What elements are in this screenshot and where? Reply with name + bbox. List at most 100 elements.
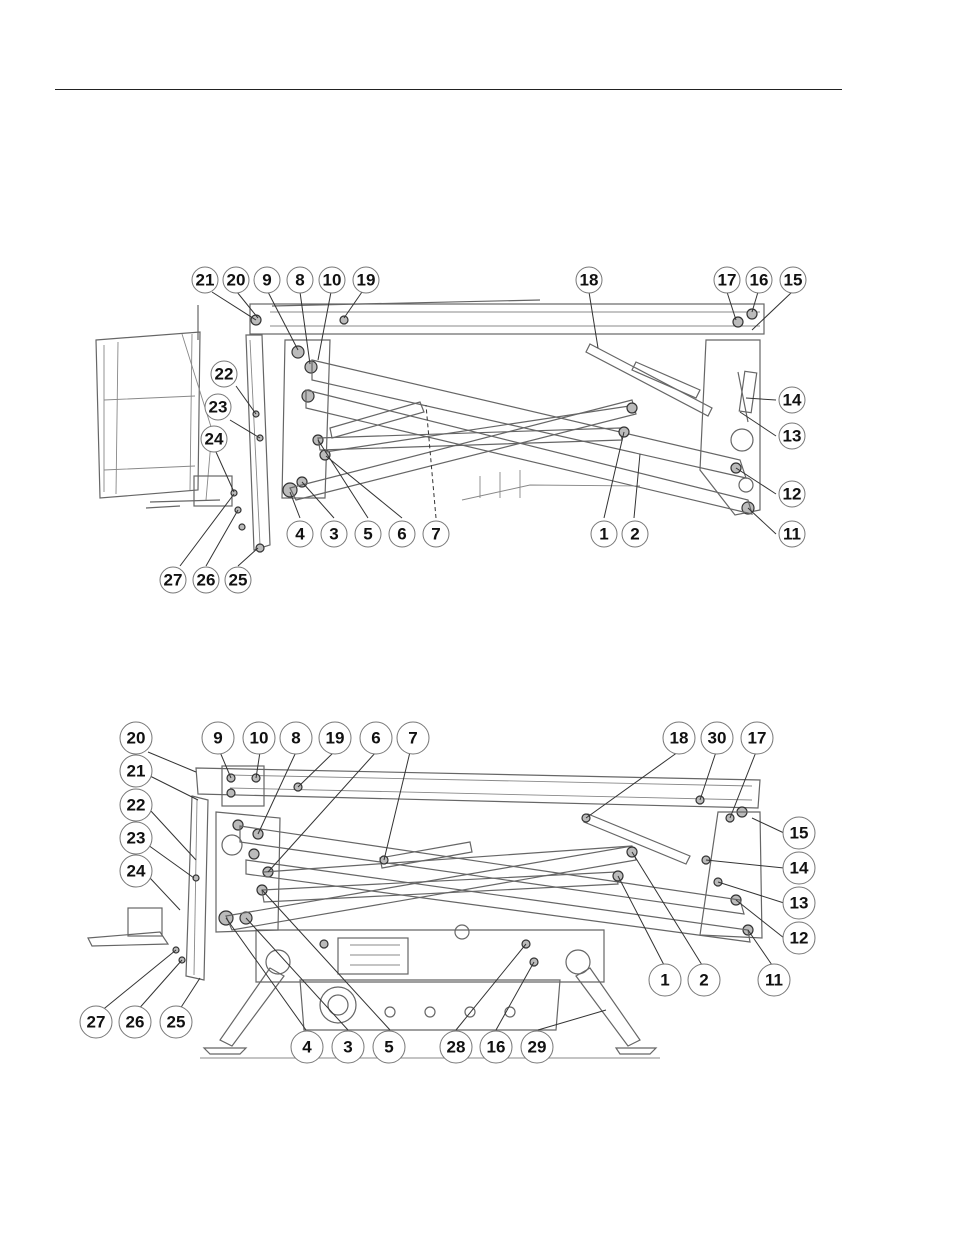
svg-text:1: 1 <box>660 971 669 990</box>
bottom-callout: 24 <box>120 855 152 887</box>
svg-text:14: 14 <box>790 859 809 878</box>
top-callout: 3 <box>321 521 347 547</box>
svg-text:21: 21 <box>127 762 146 781</box>
svg-text:19: 19 <box>326 729 345 748</box>
svg-text:22: 22 <box>215 365 234 384</box>
bottom-callout: 25 <box>160 1006 192 1038</box>
svg-text:27: 27 <box>164 571 183 590</box>
bottom-callout: 19 <box>319 722 351 754</box>
top-callout: 7 <box>423 521 449 547</box>
bottom-callout: 12 <box>783 922 815 954</box>
bottom-callout: 8 <box>280 722 312 754</box>
svg-text:11: 11 <box>765 971 783 990</box>
top-callout: 9 <box>254 267 280 293</box>
svg-text:18: 18 <box>580 271 599 290</box>
bottom-callout: 20 <box>120 722 152 754</box>
top-callouts: 21 20 9 8 10 19 18 17 16 15 22 23 24 14 … <box>160 267 806 593</box>
bottom-callout: 1 <box>649 964 681 996</box>
svg-text:1: 1 <box>599 525 608 544</box>
bottom-callout: 5 <box>373 1031 405 1063</box>
svg-text:9: 9 <box>213 729 222 748</box>
svg-text:28: 28 <box>447 1038 466 1057</box>
top-callout: 1 <box>591 521 617 547</box>
svg-text:13: 13 <box>790 894 809 913</box>
bottom-callout: 14 <box>783 852 815 884</box>
svg-text:25: 25 <box>167 1013 186 1032</box>
bottom-callout: 16 <box>480 1031 512 1063</box>
top-callout: 6 <box>389 521 415 547</box>
svg-text:24: 24 <box>127 862 146 881</box>
bottom-callout: 3 <box>332 1031 364 1063</box>
svg-text:14: 14 <box>783 391 802 410</box>
top-callout: 18 <box>576 267 602 293</box>
bottom-callout: 9 <box>202 722 234 754</box>
svg-text:12: 12 <box>790 929 809 948</box>
svg-text:9: 9 <box>262 271 271 290</box>
top-callout: 21 <box>192 267 218 293</box>
svg-text:5: 5 <box>384 1038 393 1057</box>
header-rule <box>55 89 842 90</box>
svg-text:17: 17 <box>748 729 767 748</box>
top-callout: 26 <box>193 567 219 593</box>
bottom-callout: 30 <box>701 722 733 754</box>
svg-text:13: 13 <box>783 427 802 446</box>
top-callout: 25 <box>225 567 251 593</box>
svg-text:8: 8 <box>291 729 300 748</box>
svg-text:3: 3 <box>343 1038 352 1057</box>
svg-text:23: 23 <box>127 829 146 848</box>
top-callout: 10 <box>319 267 345 293</box>
bottom-figure: 20 9 10 8 19 6 7 18 30 17 21 22 23 24 15… <box>0 720 954 1070</box>
bottom-callout: 11 <box>758 964 790 996</box>
svg-text:20: 20 <box>127 729 146 748</box>
top-callout: 20 <box>223 267 249 293</box>
svg-text:10: 10 <box>250 729 269 748</box>
top-callout: 11 <box>779 521 805 547</box>
top-callout: 8 <box>287 267 313 293</box>
svg-text:26: 26 <box>126 1013 145 1032</box>
svg-text:17: 17 <box>718 271 737 290</box>
top-callout: 2 <box>622 521 648 547</box>
svg-text:15: 15 <box>790 824 809 843</box>
top-callout: 5 <box>355 521 381 547</box>
svg-text:21: 21 <box>196 271 215 290</box>
svg-text:22: 22 <box>127 796 146 815</box>
bottom-callout: 10 <box>243 722 275 754</box>
svg-text:3: 3 <box>329 525 338 544</box>
top-figure: 21 20 9 8 10 19 18 17 16 15 22 23 24 14 … <box>0 258 954 603</box>
top-callout: 16 <box>746 267 772 293</box>
svg-text:11: 11 <box>783 525 801 544</box>
bottom-callout: 15 <box>783 817 815 849</box>
top-callout: 17 <box>714 267 740 293</box>
svg-text:4: 4 <box>295 525 305 544</box>
bottom-callout: 21 <box>120 755 152 787</box>
bottom-callout: 29 <box>521 1031 553 1063</box>
svg-text:16: 16 <box>487 1038 506 1057</box>
top-callout: 13 <box>779 423 805 449</box>
svg-text:25: 25 <box>229 571 248 590</box>
svg-text:18: 18 <box>670 729 689 748</box>
top-callout: 27 <box>160 567 186 593</box>
svg-text:23: 23 <box>209 398 228 417</box>
svg-text:5: 5 <box>363 525 372 544</box>
svg-text:7: 7 <box>431 525 440 544</box>
svg-text:10: 10 <box>323 271 342 290</box>
svg-text:26: 26 <box>197 571 216 590</box>
bottom-callout: 23 <box>120 822 152 854</box>
top-callout: 22 <box>211 361 237 387</box>
top-callout: 23 <box>205 394 231 420</box>
svg-text:2: 2 <box>630 525 639 544</box>
bottom-callout: 13 <box>783 887 815 919</box>
svg-text:12: 12 <box>783 485 802 504</box>
bottom-callout: 4 <box>291 1031 323 1063</box>
bottom-callout: 2 <box>688 964 720 996</box>
svg-text:8: 8 <box>295 271 304 290</box>
top-callout: 15 <box>780 267 806 293</box>
top-drawing <box>96 300 764 552</box>
bottom-callout: 7 <box>397 722 429 754</box>
bottom-callout: 6 <box>360 722 392 754</box>
svg-text:20: 20 <box>227 271 246 290</box>
top-callout: 24 <box>201 426 227 452</box>
svg-text:29: 29 <box>528 1038 547 1057</box>
top-callout: 4 <box>287 521 313 547</box>
top-callout: 12 <box>779 481 805 507</box>
